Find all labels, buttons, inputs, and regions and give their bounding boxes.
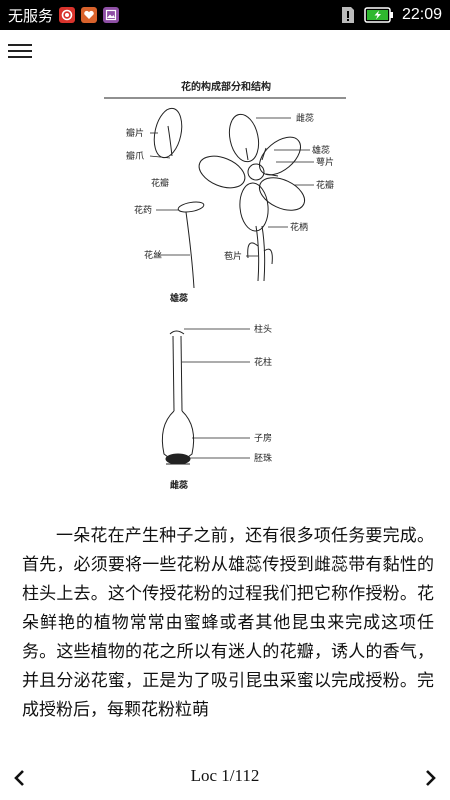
label-sepal: 萼片 — [316, 156, 334, 168]
record-icon — [59, 7, 76, 23]
label-filament: 花丝 — [144, 249, 162, 261]
figure-title: 花的构成部分和结构 — [181, 80, 271, 93]
battery-charging-icon — [364, 7, 393, 23]
reader-toolbar — [0, 30, 450, 74]
label-pistil-top: 雌蕊 — [296, 112, 314, 124]
chevron-right-icon[interactable] — [418, 766, 442, 790]
label-anther: 花药 — [134, 204, 152, 216]
label-ovary: 子房 — [254, 432, 272, 444]
book-paragraph: 一朵花在产生种子之前，还有很多项任务要完成。首先，必须要将一些花粉从雄蕊传授到雌… — [22, 526, 434, 720]
flower-drawing — [198, 113, 306, 282]
clock: 22:09 — [401, 6, 442, 23]
stamen-drawing — [177, 201, 205, 289]
label-pistil: 雌蕊 — [170, 479, 188, 491]
label-petal: 花瓣 — [151, 177, 169, 189]
carrier-text: 无服务 — [8, 6, 54, 25]
label-style: 花柱 — [254, 356, 272, 368]
chevron-left-icon[interactable] — [8, 766, 32, 790]
label-pedicel: 花柄 — [290, 221, 308, 233]
sim-alert-icon — [341, 7, 354, 23]
image-icon — [103, 7, 120, 23]
label-stamen-right: 雄蕊 — [312, 144, 330, 156]
status-bar: 无服务 22:09 — [0, 0, 450, 30]
hamburger-menu-icon[interactable] — [8, 40, 32, 62]
label-stamen: 雄蕊 — [169, 292, 188, 304]
label-bract: 苞片 — [224, 250, 242, 262]
heart-icon — [81, 7, 98, 23]
page-navigation: Loc 1/112 — [0, 758, 450, 798]
label-petal-claw: 瓣爪 — [126, 151, 144, 162]
pistil-drawing — [161, 330, 195, 465]
label-corolla: 花瓣 — [316, 179, 334, 191]
location-indicator: Loc 1/112 — [190, 766, 260, 785]
label-petal-blade: 瓣片 — [126, 127, 144, 139]
label-ovule: 胚珠 — [254, 452, 272, 464]
flower-structure-figure: 花的构成部分和结构 瓣片 瓣爪 花瓣 花药 花丝 雄蕊 — [96, 76, 356, 496]
label-stigma: 柱头 — [254, 323, 272, 335]
